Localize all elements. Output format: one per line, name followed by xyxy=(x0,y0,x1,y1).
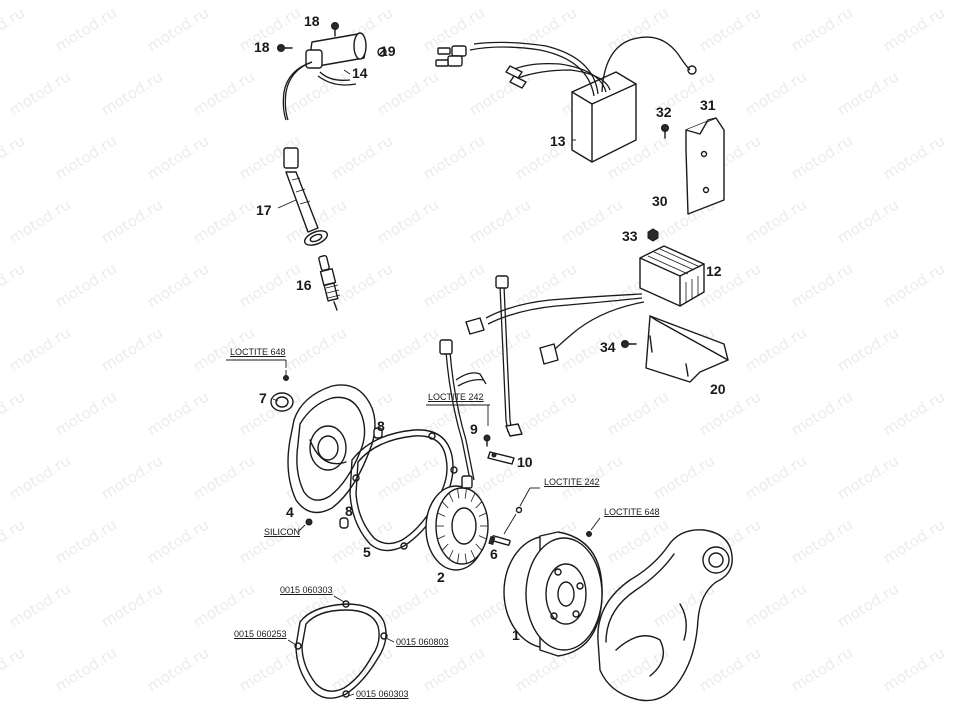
callout-4: 4 xyxy=(286,504,294,520)
screw-9 xyxy=(483,434,491,447)
stator-tooth xyxy=(448,550,454,560)
flywheel-rotor xyxy=(503,531,603,657)
screw-32 xyxy=(661,124,669,139)
stator-tooth xyxy=(437,512,446,517)
cdi-bracket xyxy=(685,117,725,215)
note-code-0015-060303-bottom: 0015 060303 xyxy=(356,689,409,699)
stator-tooth xyxy=(437,535,446,540)
screw-18-top xyxy=(331,22,339,37)
stator-tooth xyxy=(441,501,449,509)
callout-32: 32 xyxy=(656,104,672,120)
stator-tooth xyxy=(470,550,476,560)
loctite-648-low-leader xyxy=(590,517,601,531)
callout-9: 9 xyxy=(470,421,478,437)
note-loctite-648-low: LOCTITE 648 xyxy=(604,507,660,517)
callout-16: 16 xyxy=(296,277,312,293)
lower-gasket xyxy=(287,595,395,699)
stator xyxy=(425,475,489,571)
callout-2: 2 xyxy=(437,569,445,585)
dowel-8-top xyxy=(373,427,383,439)
stator-tooth xyxy=(475,543,483,551)
callout-18-left: 18 xyxy=(254,39,270,55)
ignition-coil xyxy=(282,32,367,121)
callout-14: 14 xyxy=(352,65,368,81)
voltage-regulator xyxy=(465,245,705,365)
spark-plug xyxy=(318,254,341,311)
stator-tooth xyxy=(470,492,476,502)
note-code-0015-060803: 0015 060803 xyxy=(396,637,449,647)
stator-tooth xyxy=(475,501,483,509)
callout-30: 30 xyxy=(652,193,668,209)
note-loctite-242-mid: LOCTITE 242 xyxy=(428,392,484,402)
clamp-10 xyxy=(487,451,515,465)
stator-tooth xyxy=(464,488,467,499)
callout-12: 12 xyxy=(706,263,722,279)
note-loctite-242-low: LOCTITE 242 xyxy=(544,477,600,487)
screw-4 xyxy=(297,518,313,533)
stator-tooth xyxy=(478,512,487,517)
callout-33: 33 xyxy=(622,228,638,244)
clip-19 xyxy=(377,47,387,57)
callout-17: 17 xyxy=(256,202,272,218)
callout-8-top: 8 xyxy=(377,418,385,434)
dowel-8-bottom xyxy=(339,517,349,529)
callout-19: 19 xyxy=(380,43,396,59)
callout-7: 7 xyxy=(259,390,267,406)
screw-34 xyxy=(621,340,637,348)
loctite-242-low-leader xyxy=(519,487,531,507)
crankcase-half xyxy=(597,529,733,702)
callout-1: 1 xyxy=(512,627,520,643)
stator-tooth xyxy=(457,488,460,499)
regulator-bracket xyxy=(645,315,729,383)
wire-harness xyxy=(439,275,523,481)
callout-31: 31 xyxy=(700,97,716,113)
callout-6: 6 xyxy=(490,546,498,562)
screw-18-left xyxy=(277,44,293,52)
generator-cover xyxy=(270,370,376,514)
callout-20: 20 xyxy=(710,381,726,397)
note-loctite-648-top: LOCTITE 648 xyxy=(230,347,286,357)
stator-tooth xyxy=(464,553,467,564)
stator-tooth xyxy=(457,553,460,564)
spark-plug-cap xyxy=(277,147,329,246)
callout-10: 10 xyxy=(517,454,533,470)
callout-34: 34 xyxy=(600,339,616,355)
note-silicon: SILICON xyxy=(264,527,301,537)
stator-tooth xyxy=(441,543,449,551)
stator-tooth xyxy=(478,535,487,540)
cdi-unit xyxy=(435,36,697,163)
note-code-0015-060303-top: 0015 060303 xyxy=(280,585,333,595)
callout-8-bottom: 8 xyxy=(345,503,353,519)
bolt-6 xyxy=(488,506,523,546)
callout-5: 5 xyxy=(363,544,371,560)
note-code-0015-060253: 0015 060253 xyxy=(234,629,287,639)
callout-18-top: 18 xyxy=(304,13,320,29)
stator-tooth xyxy=(448,492,454,502)
nut-33 xyxy=(647,228,659,242)
callout-13: 13 xyxy=(550,133,566,149)
